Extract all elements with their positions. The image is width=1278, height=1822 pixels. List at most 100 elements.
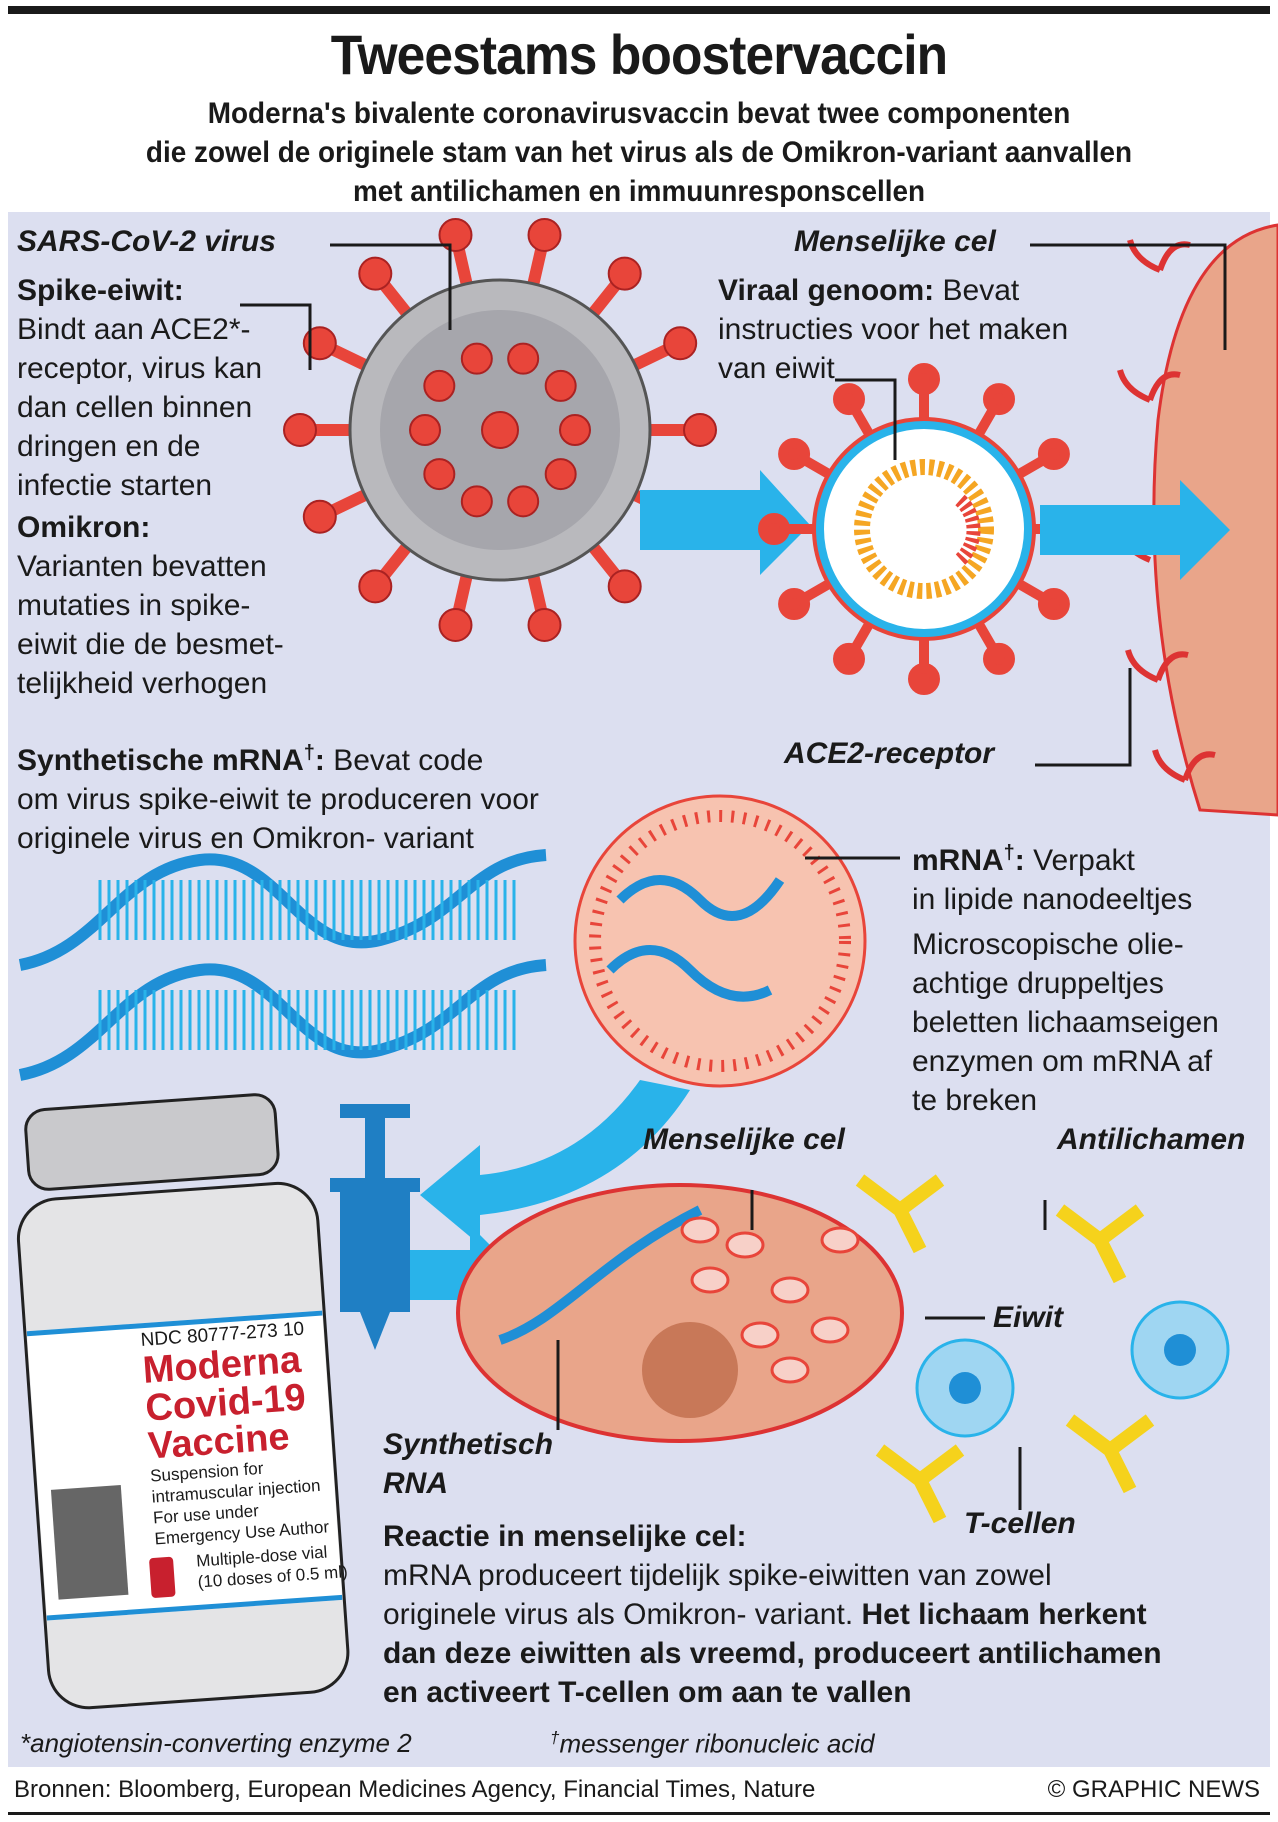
spike-head <box>481 411 519 449</box>
spike-protein <box>770 1276 810 1304</box>
spike-head <box>358 569 393 604</box>
text-line: infectie starten <box>17 469 213 502</box>
spike-head <box>908 663 940 695</box>
dagger-mark: † <box>1003 842 1015 864</box>
text-line: mRNA produceert tijdelijk spike-eiwitten… <box>383 1559 1052 1592</box>
text-line: beletten lichaamseigen <box>912 1006 1219 1039</box>
text-line: RNA <box>383 1467 448 1500</box>
spike-protein <box>740 1321 780 1349</box>
text-line: Bindt aan ACE2*- <box>17 313 251 346</box>
omikron-heading: Omikron: <box>17 511 151 544</box>
spike-head <box>423 458 456 491</box>
spike-head <box>607 256 642 291</box>
t-cells-label: T-cellen <box>964 1507 1076 1540</box>
spike-head <box>778 438 811 470</box>
text-line: Synthetisch <box>383 1428 554 1461</box>
spike-head <box>460 485 493 518</box>
dagger-mark: † <box>550 1728 560 1747</box>
footnote-ace2: *angiotensin-converting enzyme 2 <box>20 1728 412 1758</box>
vial-label: NDC 80777-273 10 Moderna Covid-19 Vaccin… <box>140 1317 349 1595</box>
spike-protein <box>770 1356 810 1384</box>
sars-cov-2-virus-illustration <box>283 218 717 642</box>
spike-head <box>302 499 337 534</box>
subtitle-line: die zowel de originele stam van het viru… <box>145 136 1133 169</box>
mrna-heading: mRNA <box>912 844 1004 877</box>
text-line: mutaties in spike- <box>17 589 251 622</box>
sources: Bronnen: Bloomberg, European Medicines A… <box>14 1776 816 1803</box>
text-line: originele virus als Omikron- variant. <box>383 1598 862 1631</box>
ace2-receptor-label: ACE2-receptor <box>784 737 995 770</box>
text-line: in lipide nanodeeltjes <box>912 883 1193 916</box>
antibodies <box>855 1174 1155 1524</box>
human-cell-bottom <box>456 1183 904 1443</box>
bottom-rule <box>8 1812 1270 1815</box>
synthetic-rna-label: Synthetisch RNA <box>383 1425 553 1503</box>
spike-head <box>527 607 562 642</box>
syringe-illustration <box>330 1104 420 1350</box>
text-line-bold: Het lichaam herkent <box>861 1598 1147 1631</box>
spike-head <box>438 218 473 253</box>
spike-head <box>983 383 1015 416</box>
leader-lines <box>240 243 1227 1510</box>
spike-protein <box>820 1226 860 1254</box>
spike-description: Spike-eiwit: Bindt aan ACE2*- receptor, … <box>17 271 262 505</box>
spike-head <box>833 642 865 675</box>
colon: : <box>1014 844 1025 877</box>
text-line: dan cellen binnen <box>17 391 253 424</box>
spike-head <box>607 569 642 604</box>
credit: © GRAPHIC NEWS <box>1047 1776 1260 1803</box>
dagger-mark: † <box>303 742 315 764</box>
arrow-nanoparticle-to-syringe <box>420 1080 690 1245</box>
text-line: Varianten bevatten <box>17 550 267 583</box>
reaction-heading: Reactie in menselijke cel: <box>383 1520 747 1553</box>
synthetic-mrna-heading: Synthetische mRNA <box>17 744 304 777</box>
t-cells <box>915 1300 1230 1438</box>
text-line: Bevat code <box>324 744 484 777</box>
text-line: receptor, virus kan <box>17 352 263 385</box>
text-line: enzymen om mRNA af <box>912 1045 1213 1078</box>
arrow-virus-to-cell <box>640 470 810 575</box>
page-title: Tweestams boostervaccin <box>330 23 948 86</box>
spike-heading: Spike-eiwit: <box>17 274 184 307</box>
spike-head <box>527 218 562 253</box>
text-line: achtige druppeltjes <box>912 967 1164 1000</box>
antibodies-label: Antilichamen <box>1057 1123 1246 1156</box>
genome-heading: Viraal genoom: <box>718 274 935 307</box>
subtitle: Moderna's bivalente coronavirusvaccin be… <box>45 94 1234 211</box>
top-rule <box>8 6 1270 14</box>
spike-head <box>544 458 577 491</box>
spike-head <box>758 513 790 545</box>
text-line: instructies voor het maken <box>718 313 1069 346</box>
colon: : <box>314 744 325 777</box>
footnote-mrna: †messenger ribonucleic acid <box>550 1728 875 1760</box>
vaccine-vial <box>16 1093 350 1710</box>
spike-proteins <box>680 1216 860 1384</box>
vial-info: Suspension for intramuscular injection F… <box>149 1453 349 1595</box>
text-line: Verpakt <box>1024 844 1135 877</box>
spike-head <box>507 485 540 518</box>
spike-head <box>559 414 591 446</box>
virus-label: SARS-CoV-2 virus <box>17 225 276 258</box>
spike-head <box>833 383 865 416</box>
spike-head <box>438 607 473 642</box>
antibody <box>855 1174 945 1254</box>
human-cell-label: Menselijke cel <box>794 225 996 258</box>
spike-head <box>283 413 317 447</box>
antibody <box>1055 1204 1145 1284</box>
text-line: van eiwit <box>718 352 835 385</box>
text-line: om virus spike-eiwit te produceren voor <box>17 783 539 816</box>
helix-base-pairs <box>98 880 516 1050</box>
subtitle-line: met antilichamen en immuunresponscellen <box>352 175 926 208</box>
text-line: dringen en de <box>17 430 201 463</box>
subtitle-line: Moderna's bivalente coronavirusvaccin be… <box>207 97 1071 130</box>
text-line: eiwit die de besmet- <box>17 628 284 661</box>
spike-head <box>507 342 540 375</box>
spike-head <box>358 256 393 291</box>
text-line: originele virus en Omikron- variant <box>17 822 474 855</box>
text-line: Bevat <box>934 274 1020 307</box>
antibody <box>1065 1414 1155 1494</box>
spike-head <box>1037 438 1070 470</box>
spike-head <box>663 326 698 361</box>
spike-head <box>908 363 940 395</box>
